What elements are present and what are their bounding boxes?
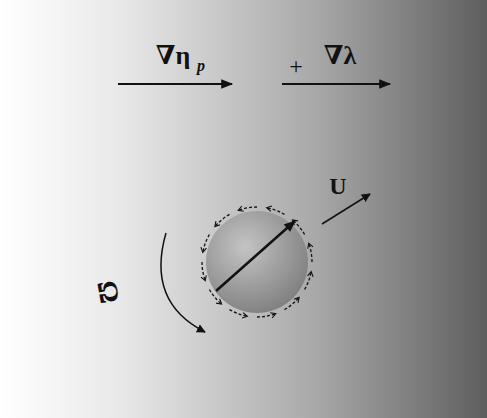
orientation-arrow	[216, 221, 295, 291]
plus-sign: +	[289, 54, 303, 78]
velocity-label: U	[329, 174, 346, 198]
slip-arrows	[202, 207, 312, 317]
velocity-arrow	[322, 194, 370, 224]
rotation-arrow	[161, 233, 205, 332]
gradient-label: ∇η	[156, 43, 190, 69]
gradient-arrow	[118, 83, 232, 85]
gradient-label: ∇λ	[324, 43, 356, 69]
subscript: p	[197, 58, 205, 74]
rotation-label: Ω	[92, 279, 123, 306]
gradient-arrow	[282, 83, 390, 85]
particle	[206, 211, 308, 313]
